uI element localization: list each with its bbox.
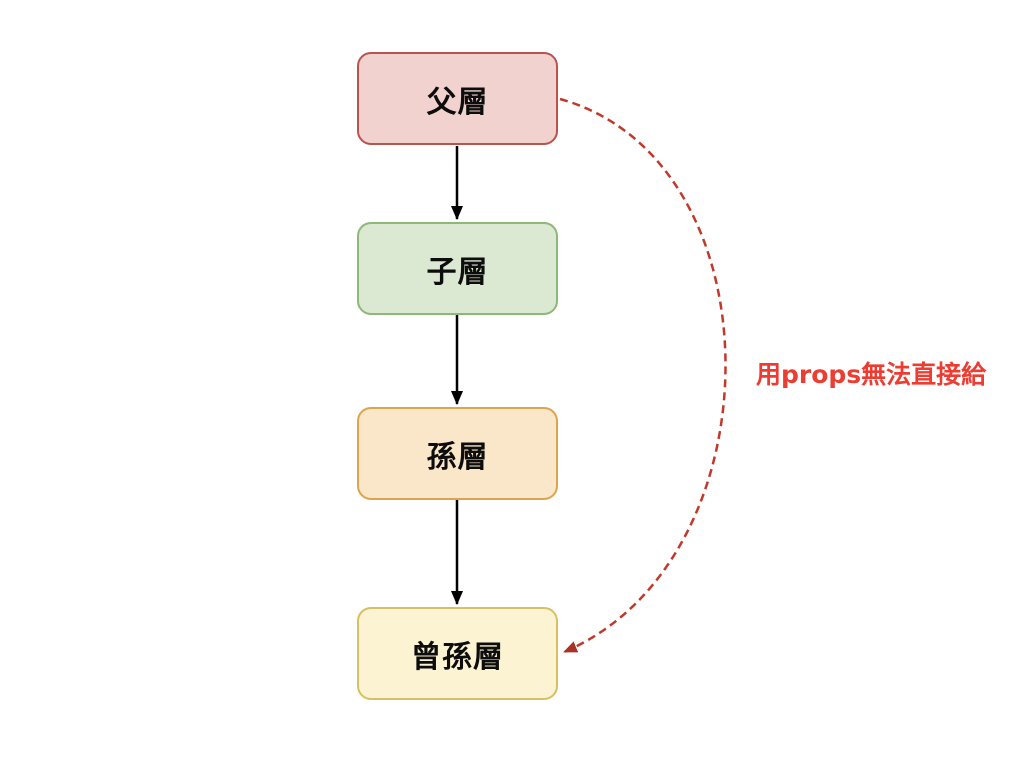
- node-child-layer: 子層: [357, 222, 558, 315]
- node-grandchild-layer-label: 孫層: [426, 439, 489, 475]
- node-greatgrandchild-layer: 曾孫層: [357, 607, 558, 700]
- node-child-layer-label: 子層: [426, 254, 489, 290]
- node-parent-layer-label: 父層: [426, 84, 489, 120]
- node-parent-layer: 父層: [357, 52, 558, 145]
- bypass-dashed-arrow-parent-to-greatgrandchild: [559, 97, 727, 654]
- bypass-annotation-text: 用props無法直接給: [756, 360, 987, 389]
- node-greatgrandchild-layer-label: 曾孫層: [411, 639, 504, 675]
- node-grandchild-layer: 孫層: [357, 407, 558, 500]
